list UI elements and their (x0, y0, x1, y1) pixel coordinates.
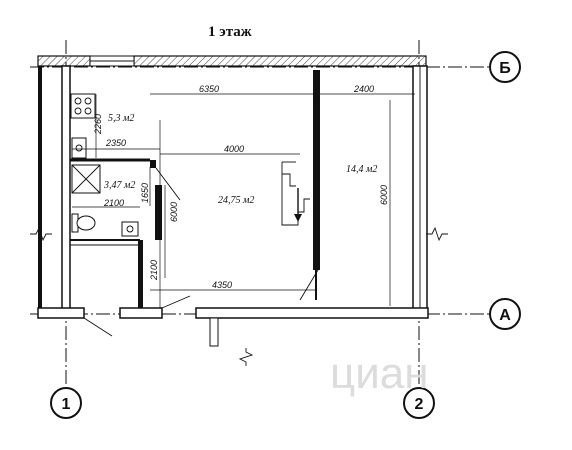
svg-text:А: А (499, 307, 511, 324)
dim-2350: 2350 (105, 138, 126, 148)
axis-bubble-b: Б (489, 51, 521, 83)
dim-1650: 1650 (140, 183, 150, 203)
dimension-lines (72, 93, 415, 308)
axis-bubble-a: А (489, 298, 521, 330)
top-wall-right (133, 55, 427, 67)
shower-icon (71, 164, 101, 194)
dim-6350: 6350 (199, 84, 219, 94)
outer-walls (37, 65, 429, 347)
top-window (89, 55, 135, 67)
dim-2260: 2260 (93, 114, 103, 135)
plan-title: 1 этаж (208, 24, 252, 40)
room-area-bathroom: 3,47 м2 (103, 180, 135, 191)
watermark: циан (330, 349, 429, 398)
room-area-living: 24,75 м2 (218, 195, 254, 206)
svg-text:2: 2 (415, 396, 424, 413)
staircase (281, 161, 310, 226)
axis-bubble-2: 2 (403, 387, 435, 419)
svg-text:1: 1 (62, 396, 71, 413)
room-area-room: 14,4 м2 (346, 164, 377, 175)
dim-4000: 4000 (224, 144, 244, 154)
dim-2400: 2400 (353, 84, 374, 94)
axis-bubble-1: 1 (50, 387, 82, 419)
dim-4350: 4350 (212, 280, 232, 290)
stove-icon (70, 93, 96, 119)
room-area-kitchen: 5,3 м2 (108, 113, 134, 124)
dim-2100-vertical: 2100 (149, 260, 159, 281)
interior-walls (70, 70, 320, 308)
washbasin-icon (121, 221, 139, 237)
svg-text:Б: Б (499, 60, 511, 77)
top-wall-left (37, 55, 91, 67)
dim-6000-left: 6000 (169, 202, 179, 222)
dim-2100-horizontal: 2100 (103, 198, 124, 208)
dim-6000-right: 6000 (379, 185, 389, 205)
toilet-icon (71, 213, 96, 233)
sink-icon (71, 137, 87, 159)
break-marks (30, 226, 448, 366)
